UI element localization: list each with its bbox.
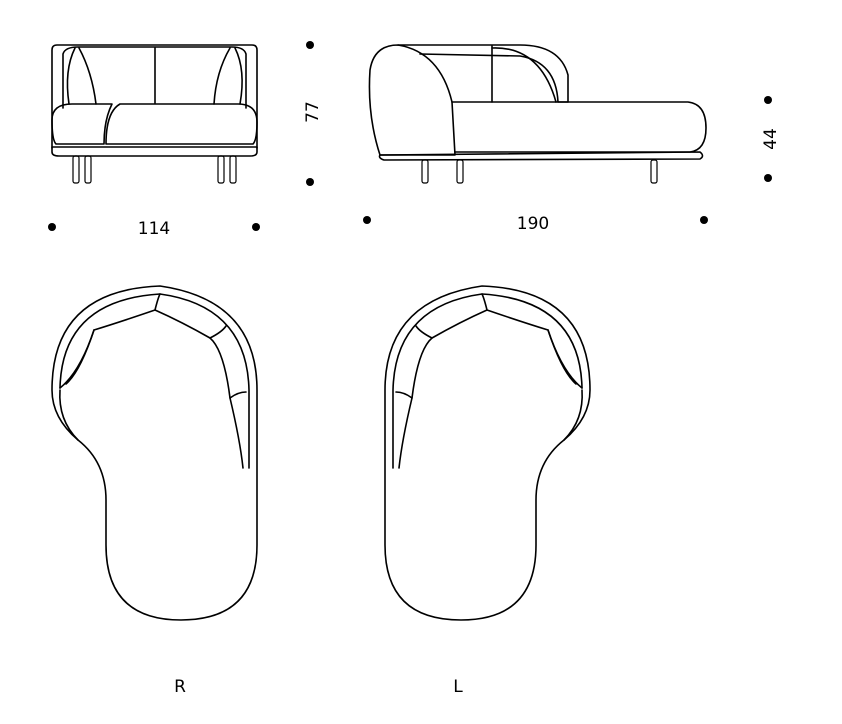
variant-label-right: R bbox=[174, 677, 186, 697]
front-view bbox=[51, 44, 258, 184]
length-right-dot bbox=[700, 216, 708, 224]
length-label: 190 bbox=[517, 214, 549, 234]
width-label: 114 bbox=[138, 219, 170, 239]
seat-height-label: 44 bbox=[761, 128, 781, 150]
height-dimension: 77 bbox=[303, 41, 323, 186]
side-view bbox=[368, 44, 707, 184]
width-dimension: 114 bbox=[48, 219, 260, 239]
length-left-dot bbox=[363, 216, 371, 224]
seat-height-bottom-dot bbox=[764, 174, 772, 182]
width-left-dot bbox=[48, 223, 56, 231]
seat-height-top-dot bbox=[764, 96, 772, 104]
height-label: 77 bbox=[303, 101, 323, 123]
seat-height-dimension: 44 bbox=[761, 96, 781, 182]
width-right-dot bbox=[252, 223, 260, 231]
height-bottom-dot bbox=[306, 178, 314, 186]
top-view-left bbox=[384, 285, 591, 621]
height-top-dot bbox=[306, 41, 314, 49]
variant-label-left: L bbox=[453, 677, 463, 697]
top-view-right bbox=[51, 285, 258, 621]
length-dimension: 190 bbox=[363, 214, 708, 234]
